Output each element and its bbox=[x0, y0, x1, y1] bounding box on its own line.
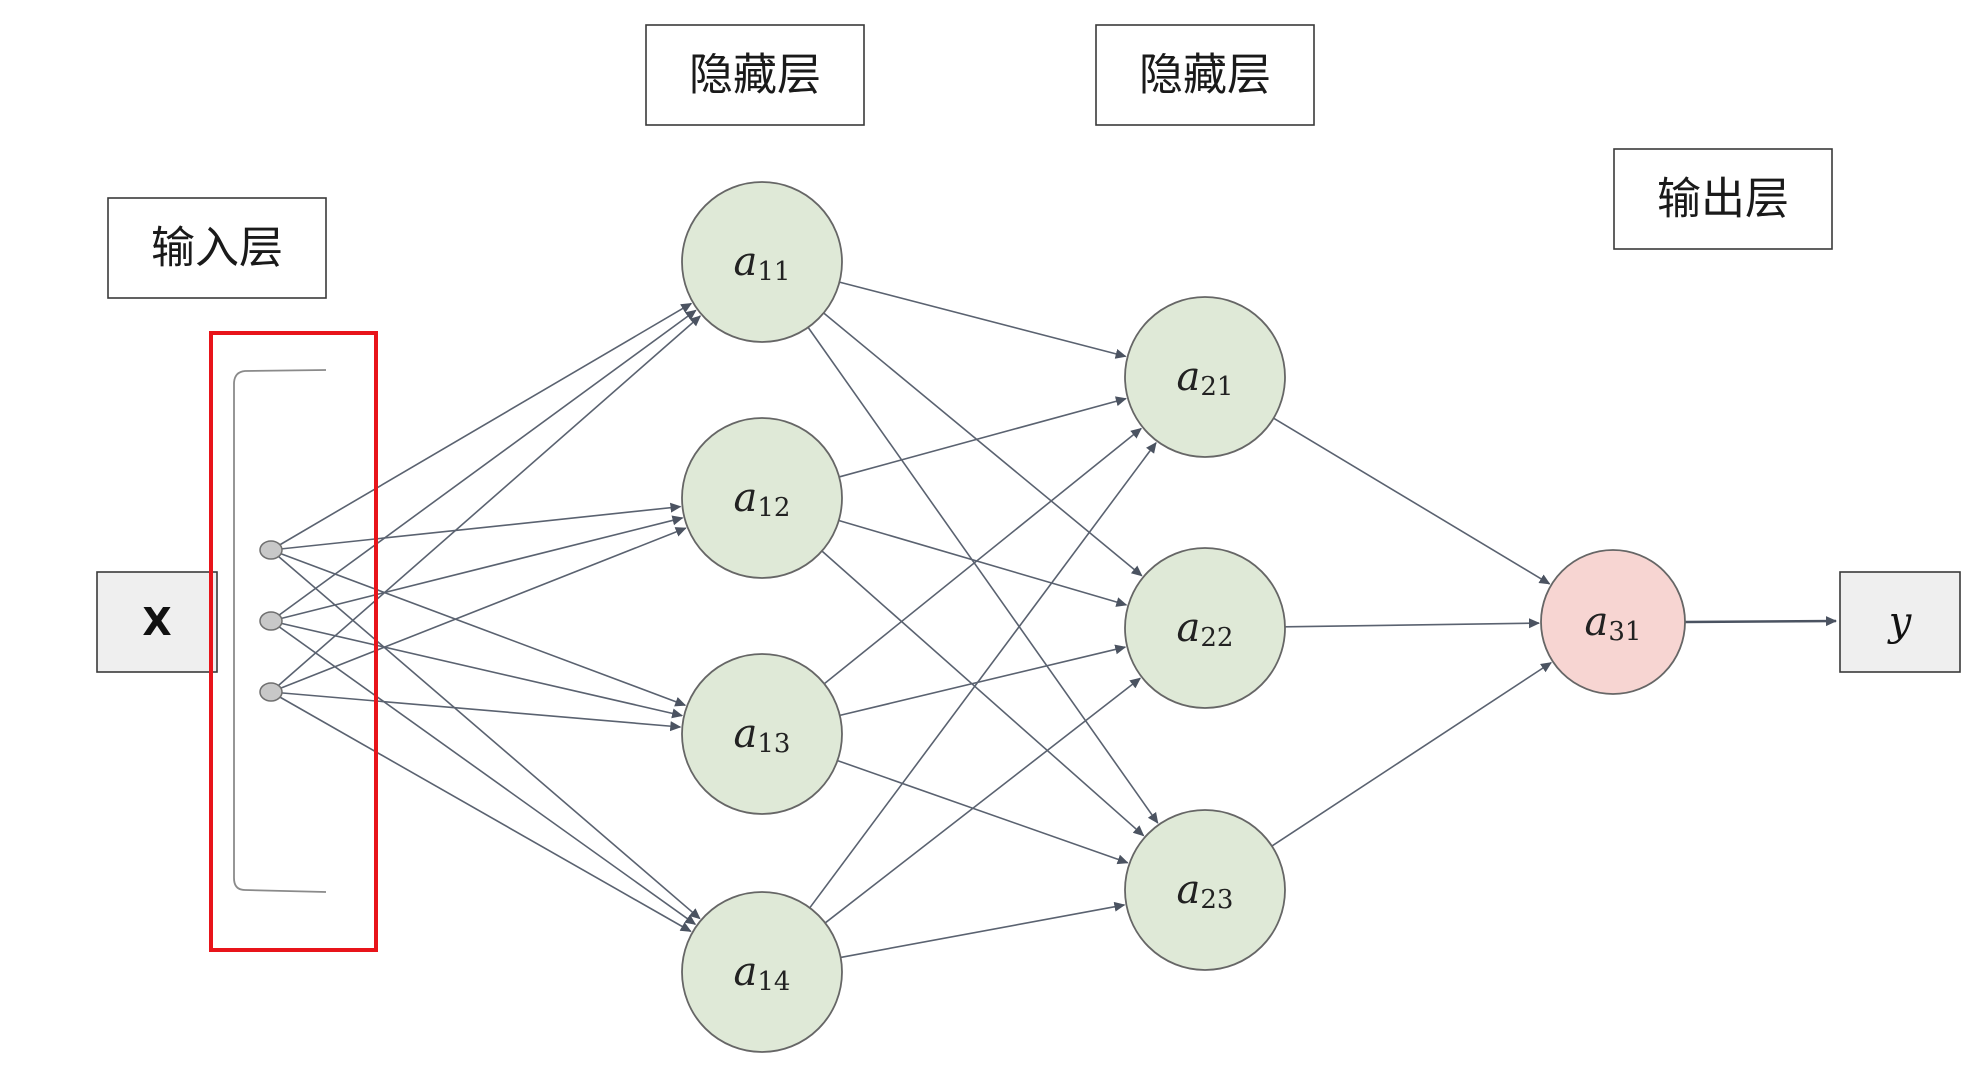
node-a11-label: a11 bbox=[734, 239, 791, 287]
input-x-box: X bbox=[96, 571, 218, 673]
hidden-layer-1-label: 隐藏层 bbox=[645, 24, 865, 126]
edge-a22-to-a31 bbox=[1284, 618, 1541, 629]
edge-input2-to-a12 bbox=[270, 515, 684, 622]
edge-a12-to-a21 bbox=[838, 396, 1127, 478]
edge-a21-to-a31 bbox=[1273, 417, 1551, 585]
node-a22: a22 bbox=[1124, 547, 1286, 709]
node-a13: a13 bbox=[681, 653, 843, 815]
edge-a11-to-a22 bbox=[823, 312, 1143, 577]
node-a12-circle bbox=[681, 417, 843, 579]
node-a23-label: a23 bbox=[1177, 867, 1234, 915]
input-layer-label: 输入层 bbox=[107, 197, 327, 299]
node-a11: a11 bbox=[681, 181, 843, 343]
edge-input3-to-a11 bbox=[270, 315, 702, 693]
hidden-layer-2-label-text: 隐藏层 bbox=[1139, 50, 1271, 101]
output-y-box: y bbox=[1839, 571, 1961, 673]
node-a14: a14 bbox=[681, 891, 843, 1053]
node-a14-circle bbox=[681, 891, 843, 1053]
edge-input2-to-a13 bbox=[270, 620, 684, 719]
node-a12: a12 bbox=[681, 417, 843, 579]
input-highlight-box bbox=[209, 331, 378, 952]
node-a31-label: a31 bbox=[1585, 599, 1642, 647]
node-a12-label: a12 bbox=[734, 475, 791, 523]
edge-input2-to-a14 bbox=[270, 620, 697, 925]
nodes-layer: a11 a12 a13 a14 a21 a22 a23 a31 bbox=[681, 181, 1686, 1053]
edge-a11-to-a23 bbox=[807, 326, 1159, 824]
edge-a31-to-y bbox=[1684, 616, 1837, 627]
node-a31: a31 bbox=[1540, 549, 1686, 695]
edge-input1-to-a12 bbox=[270, 502, 682, 551]
edge-a23-to-a31 bbox=[1271, 661, 1552, 847]
node-a22-circle bbox=[1124, 547, 1286, 709]
edge-a12-to-a23 bbox=[821, 550, 1145, 837]
edge-a13-to-a22 bbox=[839, 644, 1127, 717]
node-a23: a23 bbox=[1124, 809, 1286, 971]
edge-a14-to-a23 bbox=[840, 901, 1126, 959]
edge-a11-to-a21 bbox=[839, 281, 1127, 359]
edge-input1-to-a14 bbox=[270, 549, 701, 920]
edges-layer bbox=[270, 281, 1837, 959]
edge-a13-to-a23 bbox=[837, 759, 1129, 865]
edge-input3-to-a12 bbox=[270, 527, 687, 693]
node-a23-circle bbox=[1124, 809, 1286, 971]
node-a31-circle bbox=[1540, 549, 1686, 695]
output-y-text: y bbox=[1887, 599, 1913, 645]
input-dot bbox=[259, 540, 283, 560]
node-a21-label: a21 bbox=[1177, 354, 1234, 402]
input-dots bbox=[259, 540, 283, 702]
edge-input2-to-a11 bbox=[270, 309, 697, 622]
edge-a12-to-a22 bbox=[838, 519, 1128, 607]
edge-input1-to-a11 bbox=[270, 302, 693, 551]
edge-a14-to-a22 bbox=[824, 677, 1142, 924]
node-a14-label: a14 bbox=[734, 949, 791, 997]
input-layer-label-text: 输入层 bbox=[151, 223, 283, 274]
edge-a14-to-a21 bbox=[809, 441, 1157, 909]
output-layer-label-text: 输出层 bbox=[1657, 174, 1789, 225]
input-dot bbox=[259, 611, 283, 631]
edge-a13-to-a21 bbox=[823, 427, 1142, 685]
node-a11-circle bbox=[681, 181, 843, 343]
output-layer-label: 输出层 bbox=[1613, 148, 1833, 250]
hidden-layer-2-label: 隐藏层 bbox=[1095, 24, 1315, 126]
input-dot bbox=[259, 682, 283, 702]
node-a22-label: a22 bbox=[1177, 605, 1234, 653]
input-vector-bracket bbox=[233, 369, 327, 893]
edge-input3-to-a13 bbox=[270, 691, 682, 732]
node-a21-circle bbox=[1124, 296, 1286, 458]
input-x-text: X bbox=[142, 600, 171, 644]
node-a13-circle bbox=[681, 653, 843, 815]
edge-input3-to-a14 bbox=[270, 691, 692, 933]
node-a13-label: a13 bbox=[734, 711, 791, 759]
node-a21: a21 bbox=[1124, 296, 1286, 458]
edge-input1-to-a13 bbox=[270, 549, 687, 707]
hidden-layer-1-label-text: 隐藏层 bbox=[689, 50, 821, 101]
